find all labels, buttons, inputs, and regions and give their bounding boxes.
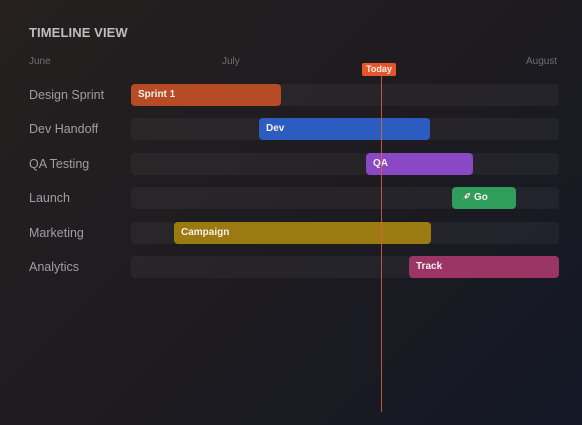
gantt-bar-label: Go bbox=[474, 192, 488, 203]
gantt-bar-campaign[interactable]: Campaign bbox=[174, 222, 431, 244]
timeline-track bbox=[131, 153, 559, 175]
month-label-june: June bbox=[29, 56, 51, 67]
gantt-bar-dev[interactable]: Dev bbox=[259, 118, 430, 140]
gantt-bar-go[interactable]: Go bbox=[452, 187, 516, 209]
row-label-qa-testing: QA Testing bbox=[29, 157, 90, 171]
row-label-launch: Launch bbox=[29, 191, 71, 205]
month-label-august: August bbox=[526, 56, 558, 67]
row-label-analytics: Analytics bbox=[29, 260, 80, 274]
row-label-design-sprint: Design Sprint bbox=[29, 88, 105, 102]
row-label-marketing: Marketing bbox=[29, 226, 84, 240]
gantt-bar-sprint[interactable]: Sprint 1 bbox=[131, 84, 281, 106]
today-badge: Today bbox=[362, 63, 396, 76]
month-label-july: July bbox=[222, 56, 240, 67]
gantt-bar-track[interactable]: Track bbox=[409, 256, 559, 278]
rocket-icon bbox=[462, 188, 471, 201]
today-line bbox=[381, 70, 382, 412]
page-title: TIMELINE VIEW bbox=[29, 25, 128, 40]
row-label-dev-handoff: Dev Handoff bbox=[29, 122, 99, 136]
gantt-bar-qa[interactable]: QA bbox=[366, 153, 473, 175]
